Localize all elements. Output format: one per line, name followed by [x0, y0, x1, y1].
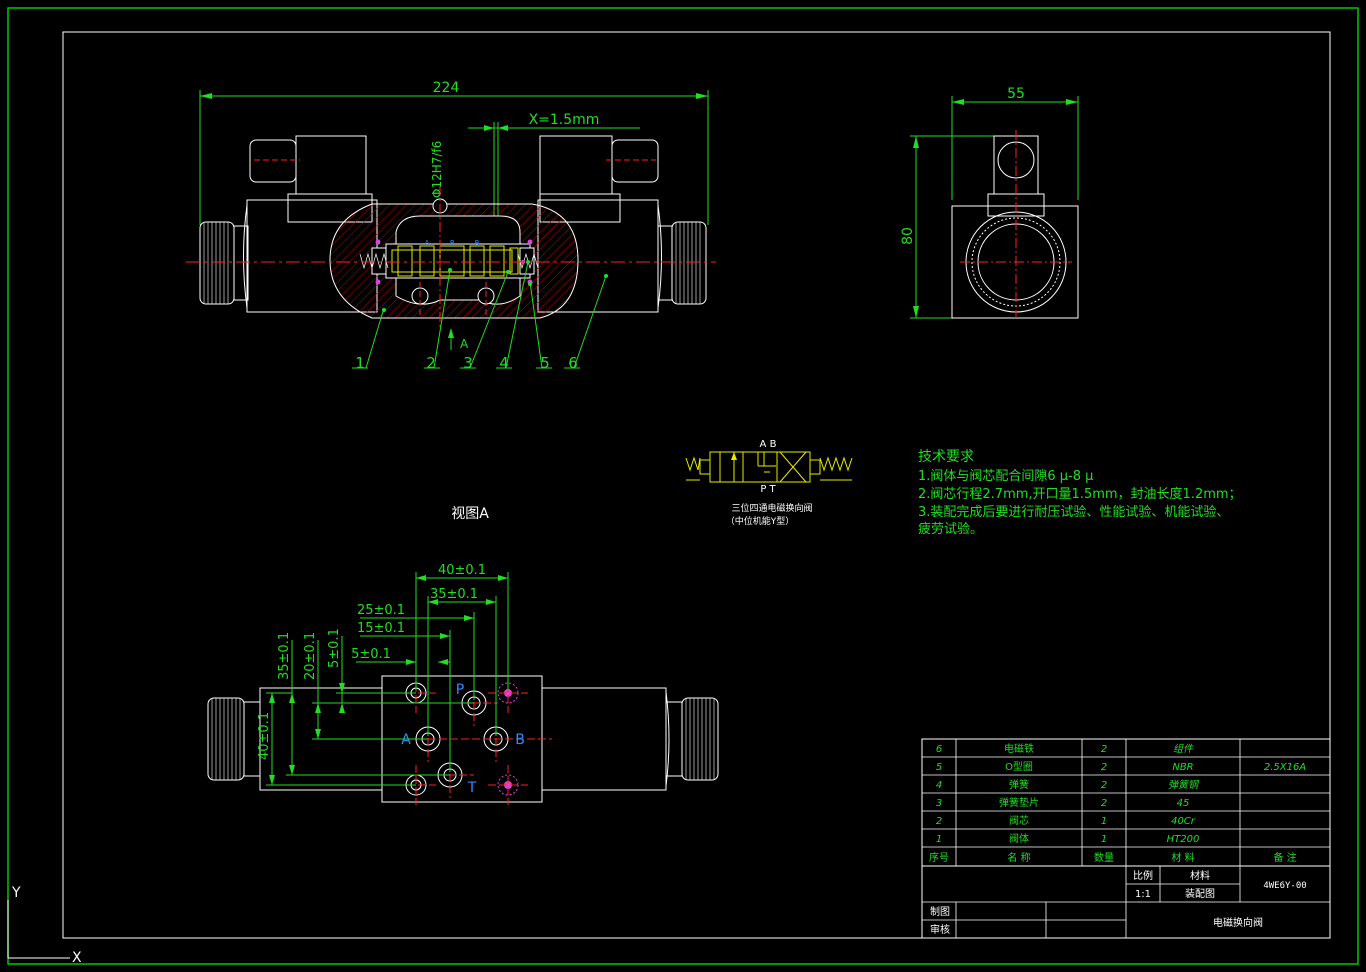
view-a-title: 视图A	[451, 506, 489, 522]
dim-v-20: 20±0.1	[303, 632, 318, 680]
side-view: 55 80	[900, 86, 1079, 319]
callout-2: 2	[426, 354, 436, 372]
callout-1: 1	[355, 354, 365, 372]
front-port-p: P	[450, 239, 454, 247]
bom-cell-material: 45	[1177, 798, 1190, 809]
drawing-type: 装配图	[1185, 887, 1215, 900]
bom-header-qty: 数量	[1094, 851, 1114, 864]
view-a-port-a: A	[401, 732, 411, 748]
bom-cell-qty: 2	[1101, 798, 1107, 809]
dim-v-35: 35±0.1	[277, 632, 292, 680]
side-height-dim: 80	[900, 227, 916, 245]
inner-frame	[62, 31, 1331, 939]
front-view: 224 X=1.5mm Φ12H7/f6	[186, 80, 716, 372]
dim-h-25: 25±0.1	[357, 603, 405, 618]
ucs-y-label: Y	[11, 885, 21, 901]
dim-h-5: 5±0.1	[351, 647, 391, 662]
bom-header-material: 材 料	[1171, 851, 1194, 864]
drawing-number: 4WE6Y-00	[1263, 881, 1306, 891]
symbol-bottom-ports: P T	[760, 484, 776, 495]
drawn-by-label: 制图	[930, 905, 950, 918]
part-name: 电磁换向阀	[1213, 916, 1263, 929]
view-a-port-p: P	[456, 682, 464, 698]
symbol-caption-1: 三位四通电磁换向阀	[731, 502, 812, 514]
bom-cell-no: 6	[936, 744, 942, 755]
title-block: 比例 1:1 材料 装配图 4WE6Y-00 制图 审核 电磁换向阀	[921, 865, 1331, 939]
symbol-caption-2: （中位机能Y型）	[726, 515, 795, 527]
bom-cell-qty: 1	[1101, 816, 1107, 827]
material-label: 材料	[1190, 869, 1210, 882]
bom-cell-no: 5	[936, 762, 942, 773]
callout-6: 6	[568, 354, 578, 372]
bom-cell-material: 弹簧钢	[1168, 779, 1200, 791]
bom-cell-qty: 1	[1101, 834, 1107, 845]
bom-cell-no: 1	[936, 834, 942, 845]
bom-cell-material: 40Cr	[1171, 816, 1196, 827]
bom-cell-qty: 2	[1101, 762, 1107, 773]
bom-cell-material: 组件	[1173, 743, 1194, 755]
bom-cell-name: 阀芯	[1009, 814, 1029, 827]
bom-header-no: 序号	[929, 851, 949, 864]
bom-cell-qty: 2	[1101, 744, 1107, 755]
overall-length-dim: 224	[433, 80, 460, 96]
checked-by-label: 审核	[930, 923, 950, 936]
dim-h-40: 40±0.1	[438, 563, 486, 578]
tech-req-title: 技术要求	[918, 449, 974, 465]
stroke-dim: X=1.5mm	[529, 112, 600, 128]
dim-h-15: 15±0.1	[357, 621, 405, 636]
outer-frame	[7, 7, 1359, 965]
bom-cell-no: 3	[936, 798, 942, 809]
view-a-port-t: T	[467, 780, 477, 796]
callout-5: 5	[540, 354, 550, 372]
bom-cell-material: HT200	[1167, 834, 1200, 845]
fit-dim: Φ12H7/f6	[430, 141, 444, 198]
bom-cell-name: 电磁铁	[1004, 742, 1034, 755]
scale-value: 1:1	[1135, 889, 1151, 900]
bom-cell-qty: 2	[1101, 780, 1107, 791]
bom-cell-note: 2.5X16A	[1264, 762, 1306, 773]
tech-req-line-4: 疲劳试验。	[918, 521, 983, 537]
dim-v-40: 40±0.1	[257, 712, 272, 760]
bom-header-name: 名 称	[1007, 851, 1030, 864]
view-a-arrow-label: A	[460, 337, 469, 351]
view-a-port-b: B	[515, 732, 525, 748]
tech-req-line-2: 2.阀芯行程2.7mm,开口量1.5mm，封油长度1.2mm；	[918, 486, 1242, 502]
front-port-b: B	[475, 239, 480, 247]
hydraulic-symbol: A B P T 三位四通电磁换向阀 （中位机能Y型）	[685, 439, 853, 527]
callout-4: 4	[499, 354, 509, 372]
view-a: 视图A	[207, 506, 719, 805]
bom-header-note: 备 注	[1273, 851, 1296, 864]
bom-cell-no: 2	[936, 816, 942, 827]
ucs-icon: Y X	[7, 885, 82, 966]
tech-req-line-3: 3.装配完成后要进行耐压试验、性能试验、机能试验、	[918, 504, 1229, 520]
bom-cell-name: 阀体	[1009, 832, 1029, 845]
scale-label: 比例	[1133, 869, 1153, 882]
bom-cell-no: 4	[936, 780, 942, 791]
ucs-x-label: X	[72, 950, 82, 966]
tech-requirements: 技术要求 1.阀体与阀芯配合间隙6 μ-8 μ 2.阀芯行程2.7mm,开口量1…	[918, 449, 1242, 537]
dim-h-35: 35±0.1	[430, 587, 478, 602]
bom-cell-name: 弹簧	[1009, 778, 1029, 791]
tech-req-line-1: 1.阀体与阀芯配合间隙6 μ-8 μ	[918, 469, 1093, 484]
front-port-a: A	[425, 239, 430, 247]
callout-3: 3	[463, 354, 473, 372]
dim-v-5: 5±0.1	[327, 628, 342, 668]
bom-cell-name: 弹簧垫片	[999, 796, 1039, 809]
side-width-dim: 55	[1007, 86, 1025, 102]
bom-cell-name: O型圈	[1005, 760, 1033, 773]
bom-cell-material: NBR	[1172, 762, 1193, 773]
symbol-top-ports: A B	[760, 439, 777, 450]
